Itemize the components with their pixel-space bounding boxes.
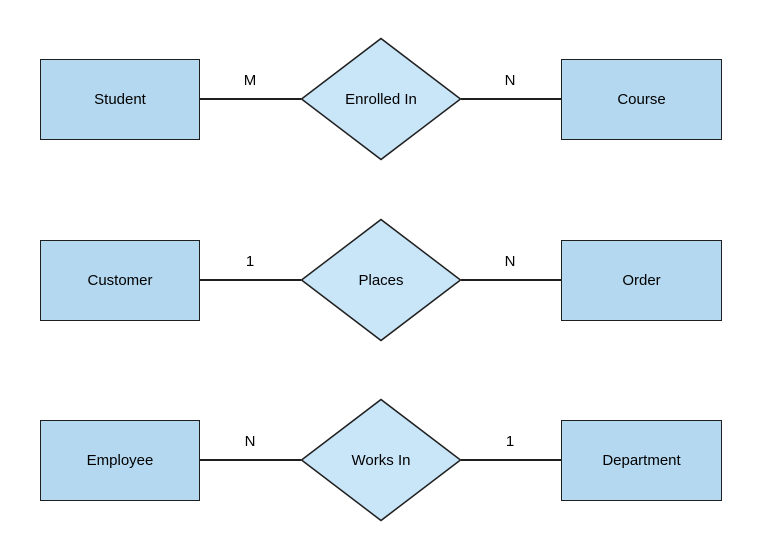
entity-student: Student (40, 58, 200, 140)
connector-employee-worksin (200, 459, 301, 461)
diamond-shape (300, 37, 462, 161)
relationship-diamond-places (300, 218, 462, 342)
entity-department: Department (561, 419, 722, 501)
entity-order: Order (561, 239, 722, 321)
relationship-row-customer-order: Customer 1 Places N Order (0, 218, 761, 342)
connector-enrolledin-course (461, 98, 562, 100)
diamond-shape (300, 218, 462, 342)
entity-customer: Customer (40, 239, 200, 321)
connector-places-order (461, 279, 562, 281)
connector-worksin-department (461, 459, 562, 461)
entity-employee: Employee (40, 419, 200, 501)
cardinality-department-side: 1 (505, 433, 515, 450)
cardinality-course-side: N (504, 72, 516, 89)
connector-customer-places (200, 279, 301, 281)
diamond-shape (300, 398, 462, 522)
relationship-diamond-enrolled-in (300, 37, 462, 161)
relationship-row-employee-department: Employee N Works In 1 Department (0, 398, 761, 522)
cardinality-student-side: M (243, 72, 257, 89)
relationship-diamond-works-in (300, 398, 462, 522)
relationship-row-student-course: Student M Enrolled In N Course (0, 37, 761, 161)
cardinality-employee-side: N (244, 433, 256, 450)
cardinality-order-side: N (504, 253, 516, 270)
cardinality-customer-side: 1 (245, 253, 255, 270)
entity-course: Course (561, 58, 722, 140)
connector-student-enrolledin (200, 98, 301, 100)
